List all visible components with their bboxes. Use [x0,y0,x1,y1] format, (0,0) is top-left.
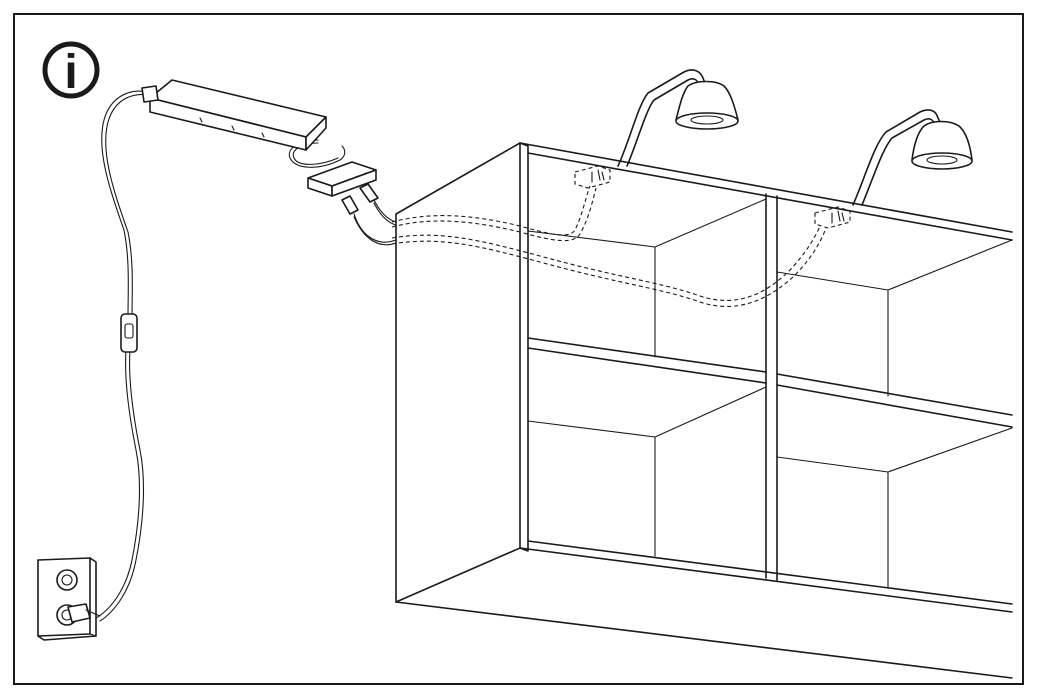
concealed-cable [391,185,827,307]
info-icon: i [42,41,100,99]
lamp-icon [814,109,973,229]
info-icon-glyph: i [64,46,77,99]
wall-cabinet-icon [395,142,1013,679]
power-outlet-icon [37,557,101,641]
distribution-hub-icon [307,161,377,197]
driver-unit-icon [141,79,327,151]
frame-border [13,13,1024,685]
inline-switch-icon [120,313,138,353]
external-cable [95,90,397,622]
cable-connector [341,183,379,215]
lamp-icon [574,69,739,189]
